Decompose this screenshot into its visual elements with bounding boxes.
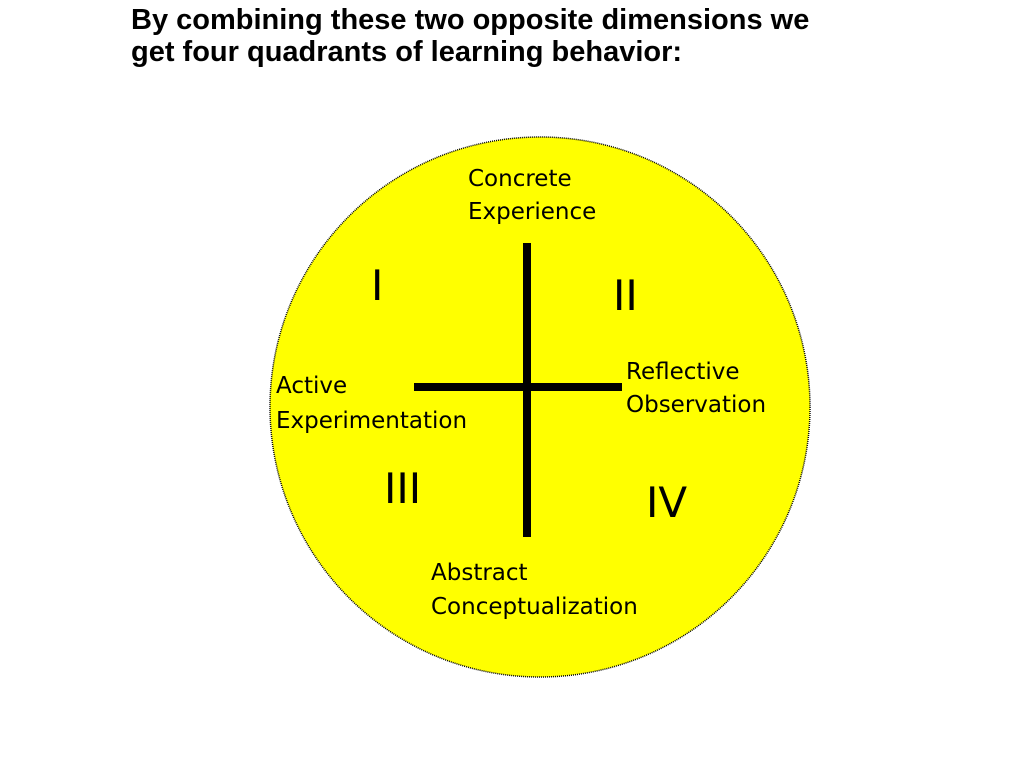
top-pole-line-1: Concrete bbox=[468, 166, 572, 192]
yellow-circle bbox=[269, 136, 811, 678]
left-pole-line-2: Experimentation bbox=[276, 408, 467, 434]
top-pole-label: Concrete Experience bbox=[468, 166, 596, 225]
quadrant-3-label: III bbox=[384, 464, 421, 513]
bottom-pole-line-2: Conceptualization bbox=[431, 594, 638, 620]
right-pole-label: Reflective Observation bbox=[626, 359, 766, 418]
slide-title: By combining these two opposite dimensio… bbox=[131, 4, 991, 68]
bottom-pole-label: Abstract Conceptualization bbox=[431, 560, 638, 620]
right-pole-line-1: Reflective bbox=[626, 359, 740, 385]
title-line-1: By combining these two opposite dimensio… bbox=[131, 4, 810, 36]
top-pole-line-2: Experience bbox=[468, 199, 596, 225]
left-pole-line-1: Active bbox=[276, 373, 347, 399]
quadrant-4-label: IV bbox=[646, 478, 687, 527]
quadrant-2-label: II bbox=[613, 271, 638, 320]
left-pole-label: Active Experimentation bbox=[276, 373, 467, 434]
quadrant-1-label: I bbox=[371, 261, 383, 310]
bottom-pole-line-1: Abstract bbox=[431, 560, 528, 586]
title-line-2: get four quadrants of learning behavior: bbox=[131, 36, 683, 68]
right-pole-line-2: Observation bbox=[626, 392, 766, 418]
